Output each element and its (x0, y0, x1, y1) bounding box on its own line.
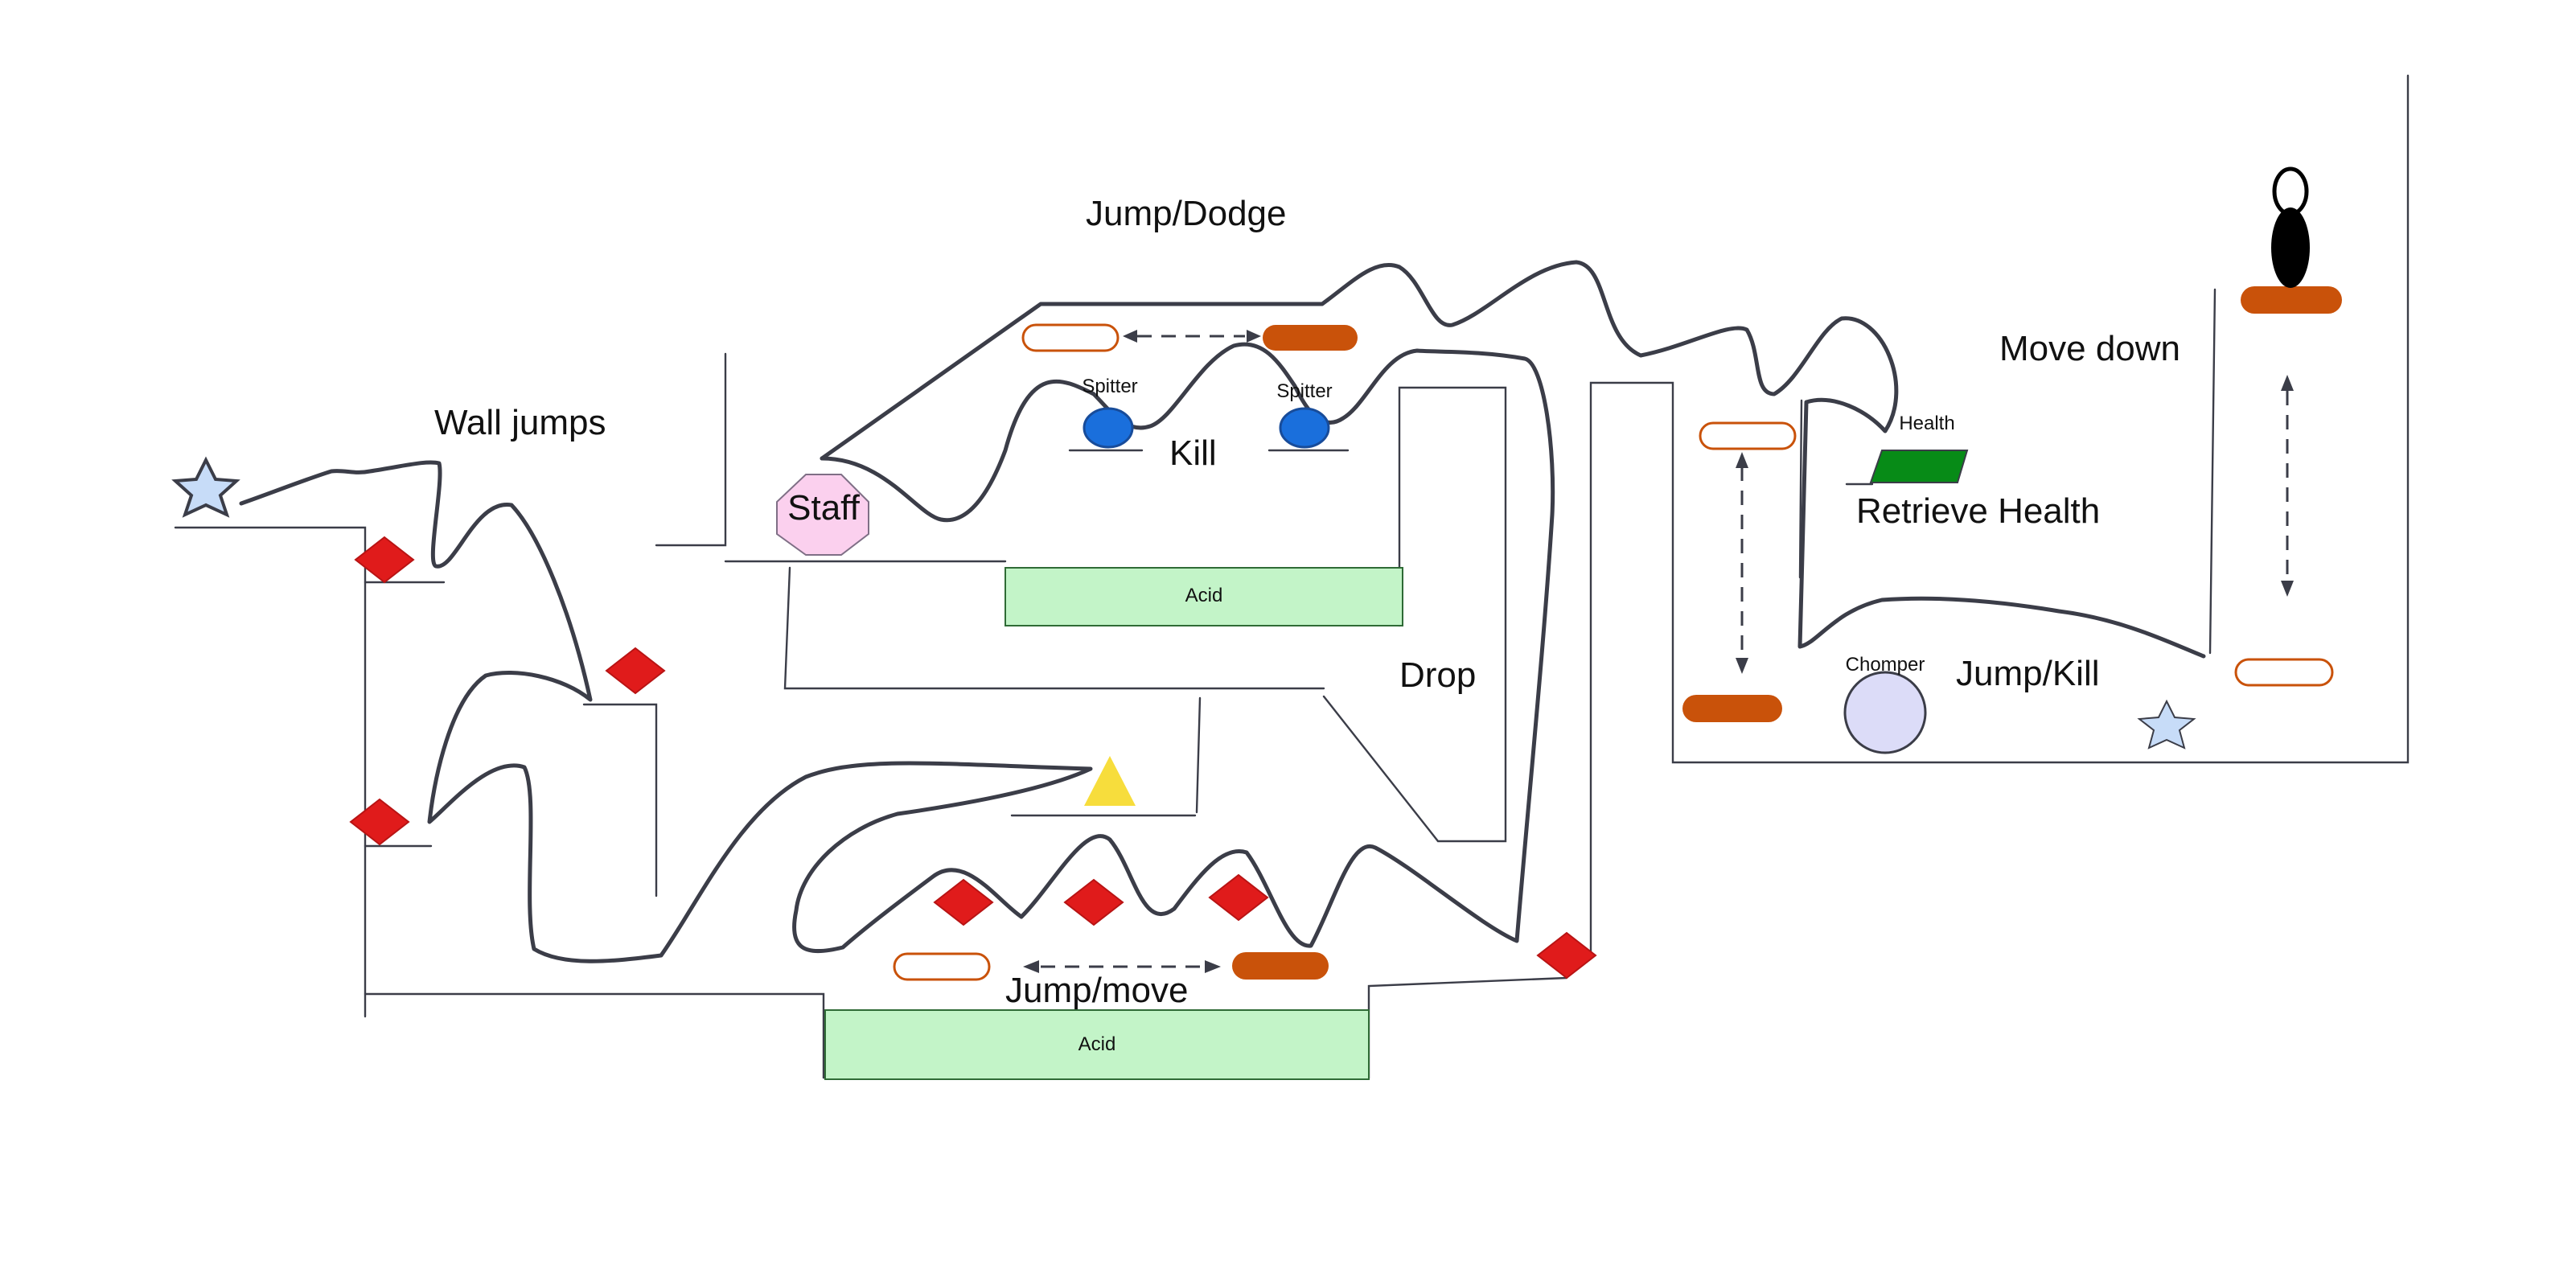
staff-label: Staff (787, 488, 860, 528)
acid-label: Acid (1078, 1033, 1116, 1055)
hazard-group (349, 536, 1597, 980)
diamond-icon (354, 536, 415, 584)
label-retrieve-health: Retrieve Health (1856, 491, 2100, 531)
diamond-icon (1208, 873, 1269, 922)
diamond-icon (933, 878, 994, 926)
goal-triangle (1084, 756, 1136, 806)
triangle-icon (1084, 756, 1136, 806)
acid-label: Acid (1185, 585, 1223, 606)
chomper-label: Chomper (1846, 654, 1925, 676)
acid-pool-upper: Acid (1005, 567, 1403, 626)
label-jump-kill: Jump/Kill (1956, 654, 2100, 693)
diamond-icon (1536, 931, 1597, 980)
staff-item: Staff (776, 474, 869, 556)
label-move-down: Move down (1999, 329, 2180, 368)
platform-group (893, 286, 2342, 981)
diamond-icon (605, 647, 666, 695)
chomper-icon (1843, 671, 1927, 754)
spitter-icon (1083, 407, 1134, 449)
player-path (239, 342, 1555, 963)
moving-platform-ghost (2234, 658, 2334, 687)
diamond-icon (349, 798, 410, 846)
label-kill: Kill (1169, 433, 1217, 473)
moving-platform (2241, 286, 2342, 314)
spitter-left: Spitter (1082, 376, 1138, 449)
spitter-label: Spitter (1276, 380, 1332, 402)
movement-arrows (1023, 330, 2294, 973)
acid-pool-lower: Acid (824, 1009, 1370, 1080)
spitter-right: Spitter (1276, 380, 1333, 449)
player-path-upper (820, 260, 2206, 659)
spitter-label: Spitter (1082, 376, 1137, 397)
label-drop: Drop (1399, 655, 1476, 695)
moving-platform (1682, 695, 1782, 722)
spitter-icon (1279, 407, 1330, 449)
start-star-icon (171, 456, 240, 518)
label-wall-jumps: Wall jumps (434, 403, 606, 442)
moving-platform (1263, 325, 1358, 351)
diamond-icon (1063, 878, 1124, 926)
moving-platform-ghost (893, 952, 991, 981)
health-pickup-icon (1869, 450, 1969, 483)
moving-platform-ghost (1021, 323, 1120, 352)
end-star-icon (2137, 699, 2196, 750)
chomper-enemy: Chomper (1843, 654, 1927, 754)
label-jump-dodge: Jump/Dodge (1086, 194, 1286, 233)
label-jump-move: Jump/move (1005, 971, 1188, 1010)
health-item: Health (1869, 413, 1969, 483)
moving-platform-ghost (1699, 421, 1797, 450)
health-label: Health (1899, 413, 1954, 434)
octagon-icon (776, 474, 869, 556)
moving-platform (1232, 952, 1329, 980)
player-figure-icon (2271, 166, 2310, 288)
